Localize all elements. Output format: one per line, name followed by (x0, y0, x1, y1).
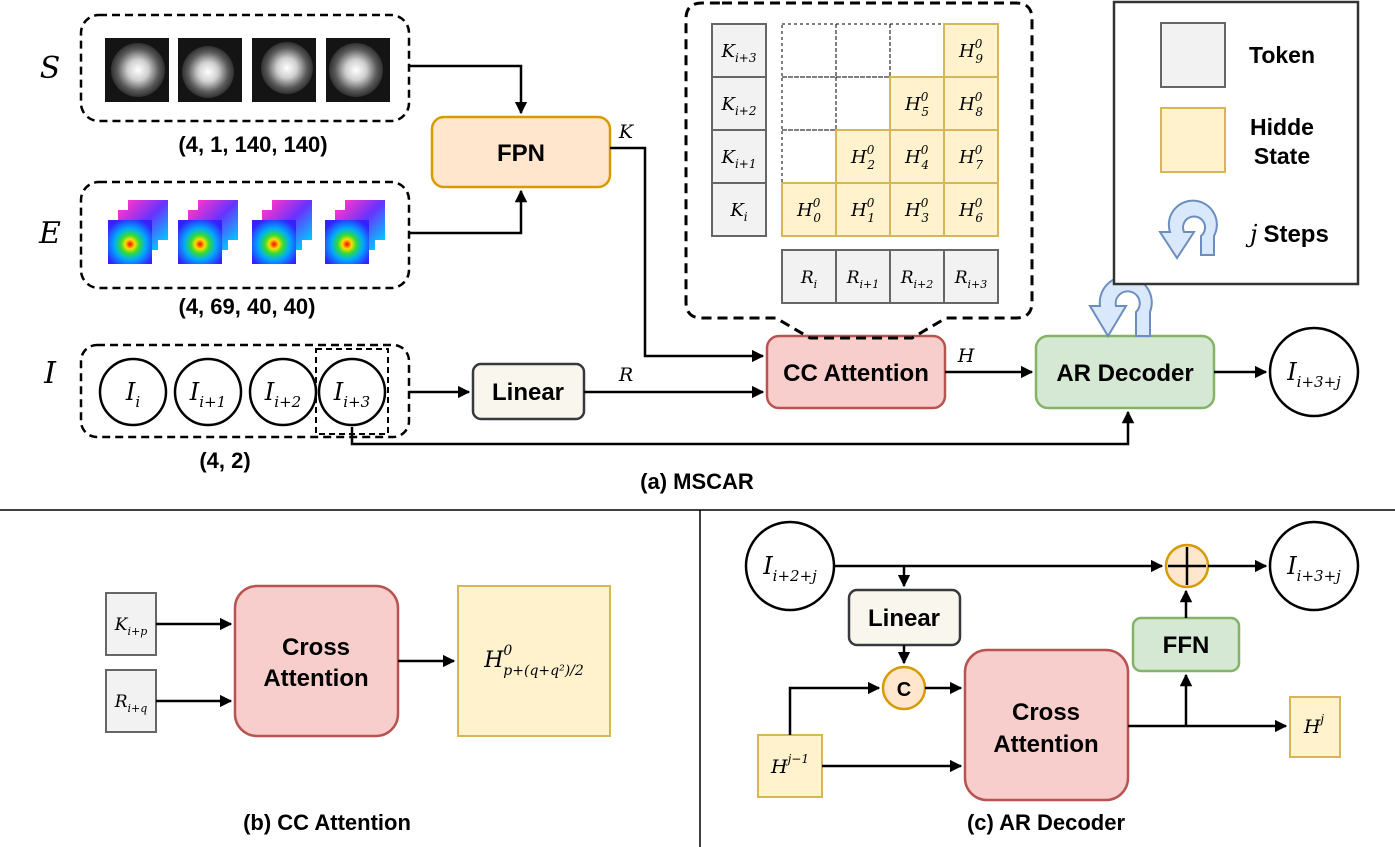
new-hidden-state: Hj (1289, 696, 1341, 758)
edge-label-h: H (957, 345, 975, 367)
svg-text:Attention: Attention (263, 665, 368, 692)
row-label-s: S (40, 51, 61, 86)
svg-text:Linear: Linear (492, 379, 564, 406)
cross-attention-block-c: Cross Attention (963, 648, 1130, 802)
satellite-group-frame (79, 13, 411, 123)
legend-hidden-label-2: State (1254, 143, 1310, 169)
decoder-input-token: Ii+2+j (744, 520, 836, 612)
svg-text:Cross: Cross (282, 634, 350, 661)
svg-text:Ii+3+j: Ii+3+j (1286, 552, 1341, 585)
svg-text:Cross: Cross (1012, 699, 1080, 726)
intensity-token-i-plus-3: Ii+3 (317, 357, 387, 427)
matrix-r-i-plus-3: Ri+3 (954, 268, 988, 291)
cross-attention-block-b: Cross Attention (233, 584, 400, 738)
svg-text:Ii+2+j: Ii+2+j (762, 552, 817, 585)
row-label-i: I (43, 356, 57, 391)
satellite-shape-label: (4, 1, 140, 140) (178, 132, 327, 157)
matrix-k-i: Ki (729, 200, 747, 224)
svg-text:Linear: Linear (868, 605, 940, 632)
matrix-r-i-plus-2: Ri+2 (900, 268, 934, 291)
svg-text:Ki+p: Ki+p (114, 615, 147, 638)
svg-text:FFN: FFN (1163, 632, 1210, 659)
intensity-token-i-plus-1: Ii+1 (173, 357, 243, 427)
svg-text:Ri+q: Ri+q (114, 692, 148, 715)
svg-text:Ii: Ii (125, 378, 140, 411)
svg-text:Ii+3+j: Ii+3+j (1286, 358, 1341, 391)
legend-token-swatch (1160, 22, 1226, 88)
decoder-output-token: Ii+3+j (1268, 520, 1360, 612)
intensity-token-i: Ii (98, 357, 168, 427)
svg-text:Hj−1: Hj−1 (770, 752, 809, 778)
svg-text:Attention: Attention (993, 731, 1098, 758)
previous-hidden-state: Hj−1 (757, 734, 823, 798)
cc-attention-block: CC Attention (765, 334, 947, 410)
decoder-linear-block: Linear (847, 588, 962, 647)
field-shape-label: (4, 69, 40, 40) (179, 294, 316, 319)
matrix-zoom-callout (684, 1, 1034, 340)
svg-text:Hj: Hj (1303, 712, 1325, 738)
svg-text:H0p+(q+q²)/2: H0p+(q+q²)/2 (483, 643, 584, 679)
matrix-r-i: Ri (800, 268, 817, 291)
legend-hidden-swatch (1160, 107, 1226, 173)
intensity-token-i-plus-2: Ii+2 (248, 357, 318, 427)
intensity-shape-label: (4, 2) (199, 448, 250, 473)
svg-text:CC Attention: CC Attention (783, 360, 929, 387)
decoder-connectors (788, 559, 1288, 773)
loop-arrow-icon (1088, 275, 1153, 338)
ar-decoder-block: AR Decoder (1034, 334, 1216, 410)
caption-ar-decoder: (c) AR Decoder (967, 810, 1126, 835)
legend-hidden-label-1: Hidde (1250, 114, 1314, 140)
matrix-r-i-plus-1: Ri+1 (846, 268, 880, 291)
ffn-block: FFN (1131, 616, 1241, 673)
svg-text:Ii+3: Ii+3 (333, 378, 370, 411)
caption-cc-attention: (b) CC Attention (243, 810, 411, 835)
svg-text:Ii+2: Ii+2 (264, 378, 301, 411)
prediction-output-token: Ii+3+j (1268, 326, 1360, 418)
mscar-connectors (350, 64, 1268, 446)
environmental-field-stack-icon (108, 200, 385, 264)
concat-node: C (881, 665, 927, 711)
linear-block: Linear (471, 362, 586, 421)
svg-text:AR Decoder: AR Decoder (1056, 360, 1193, 387)
caption-mscar: (a) MSCAR (640, 469, 754, 494)
svg-text:C: C (897, 679, 911, 701)
satellite-image-icon (105, 38, 390, 102)
cc-key-token: Ki+p (105, 592, 157, 656)
loop-arrow-icon (1158, 199, 1218, 260)
cc-readout-token: Ri+q (105, 669, 157, 733)
circled-plus-icon (1164, 543, 1210, 589)
row-label-e: E (38, 216, 61, 251)
fpn-block: FPN (430, 115, 612, 189)
matrix-k-i-plus-2: Ki+2 (721, 94, 757, 118)
cc-connectors (156, 617, 456, 708)
field-group-frame (79, 180, 411, 290)
intensity-group-frame (79, 343, 411, 439)
matrix-k-i-plus-3: Ki+3 (721, 41, 757, 65)
matrix-k-i-plus-1: Ki+1 (721, 147, 757, 171)
svg-text:FPN: FPN (497, 140, 545, 167)
legend-token-label: Token (1249, 42, 1315, 68)
edge-label-k: K (618, 121, 635, 143)
svg-text:Ii+1: Ii+1 (189, 378, 226, 411)
edge-label-r: R (618, 364, 633, 386)
